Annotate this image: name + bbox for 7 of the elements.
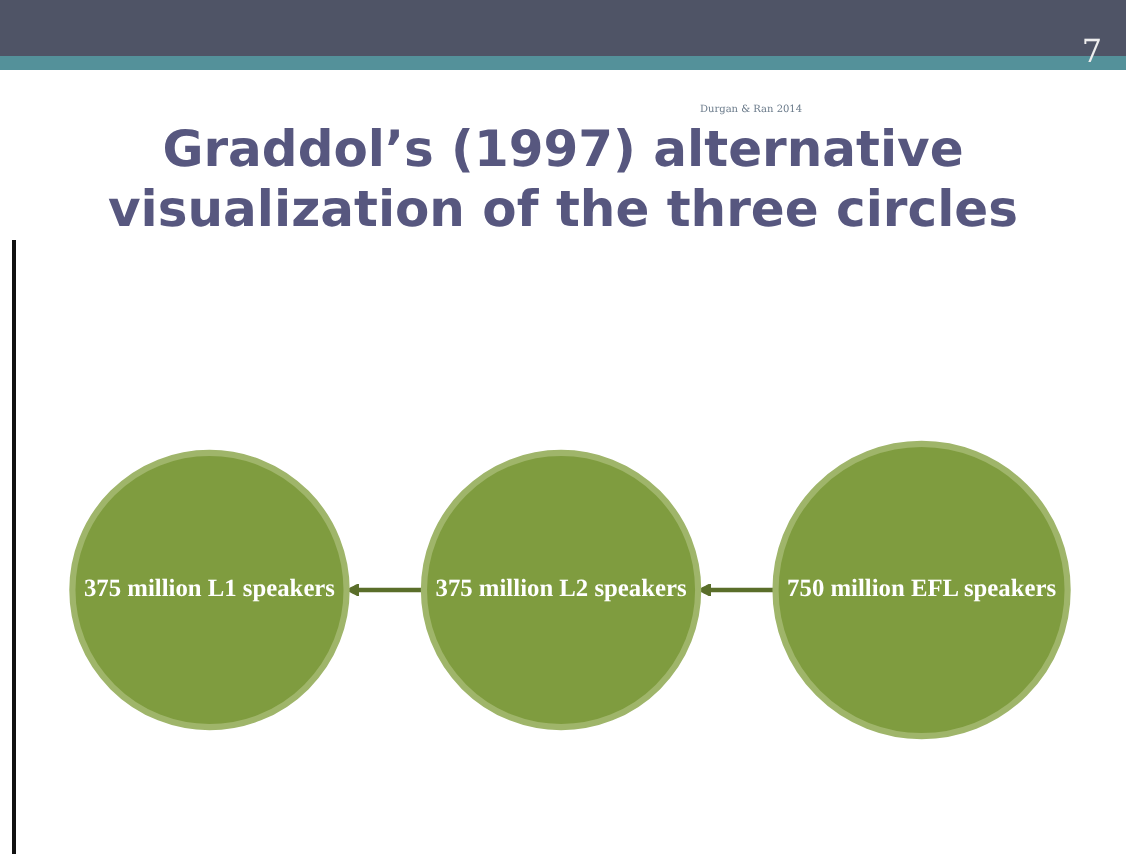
arrow bbox=[697, 583, 776, 597]
arrow bbox=[345, 583, 424, 597]
node-circle: 375 million L2 speakers bbox=[420, 449, 702, 731]
slide-title: Graddol’s (1997) alternative visualization of the three circles bbox=[106, 120, 1020, 240]
node-circle: 375 million L1 speakers bbox=[69, 449, 350, 731]
node-circle: 750 million EFL speakers bbox=[772, 440, 1071, 740]
page-number: 7 bbox=[1081, 32, 1102, 70]
